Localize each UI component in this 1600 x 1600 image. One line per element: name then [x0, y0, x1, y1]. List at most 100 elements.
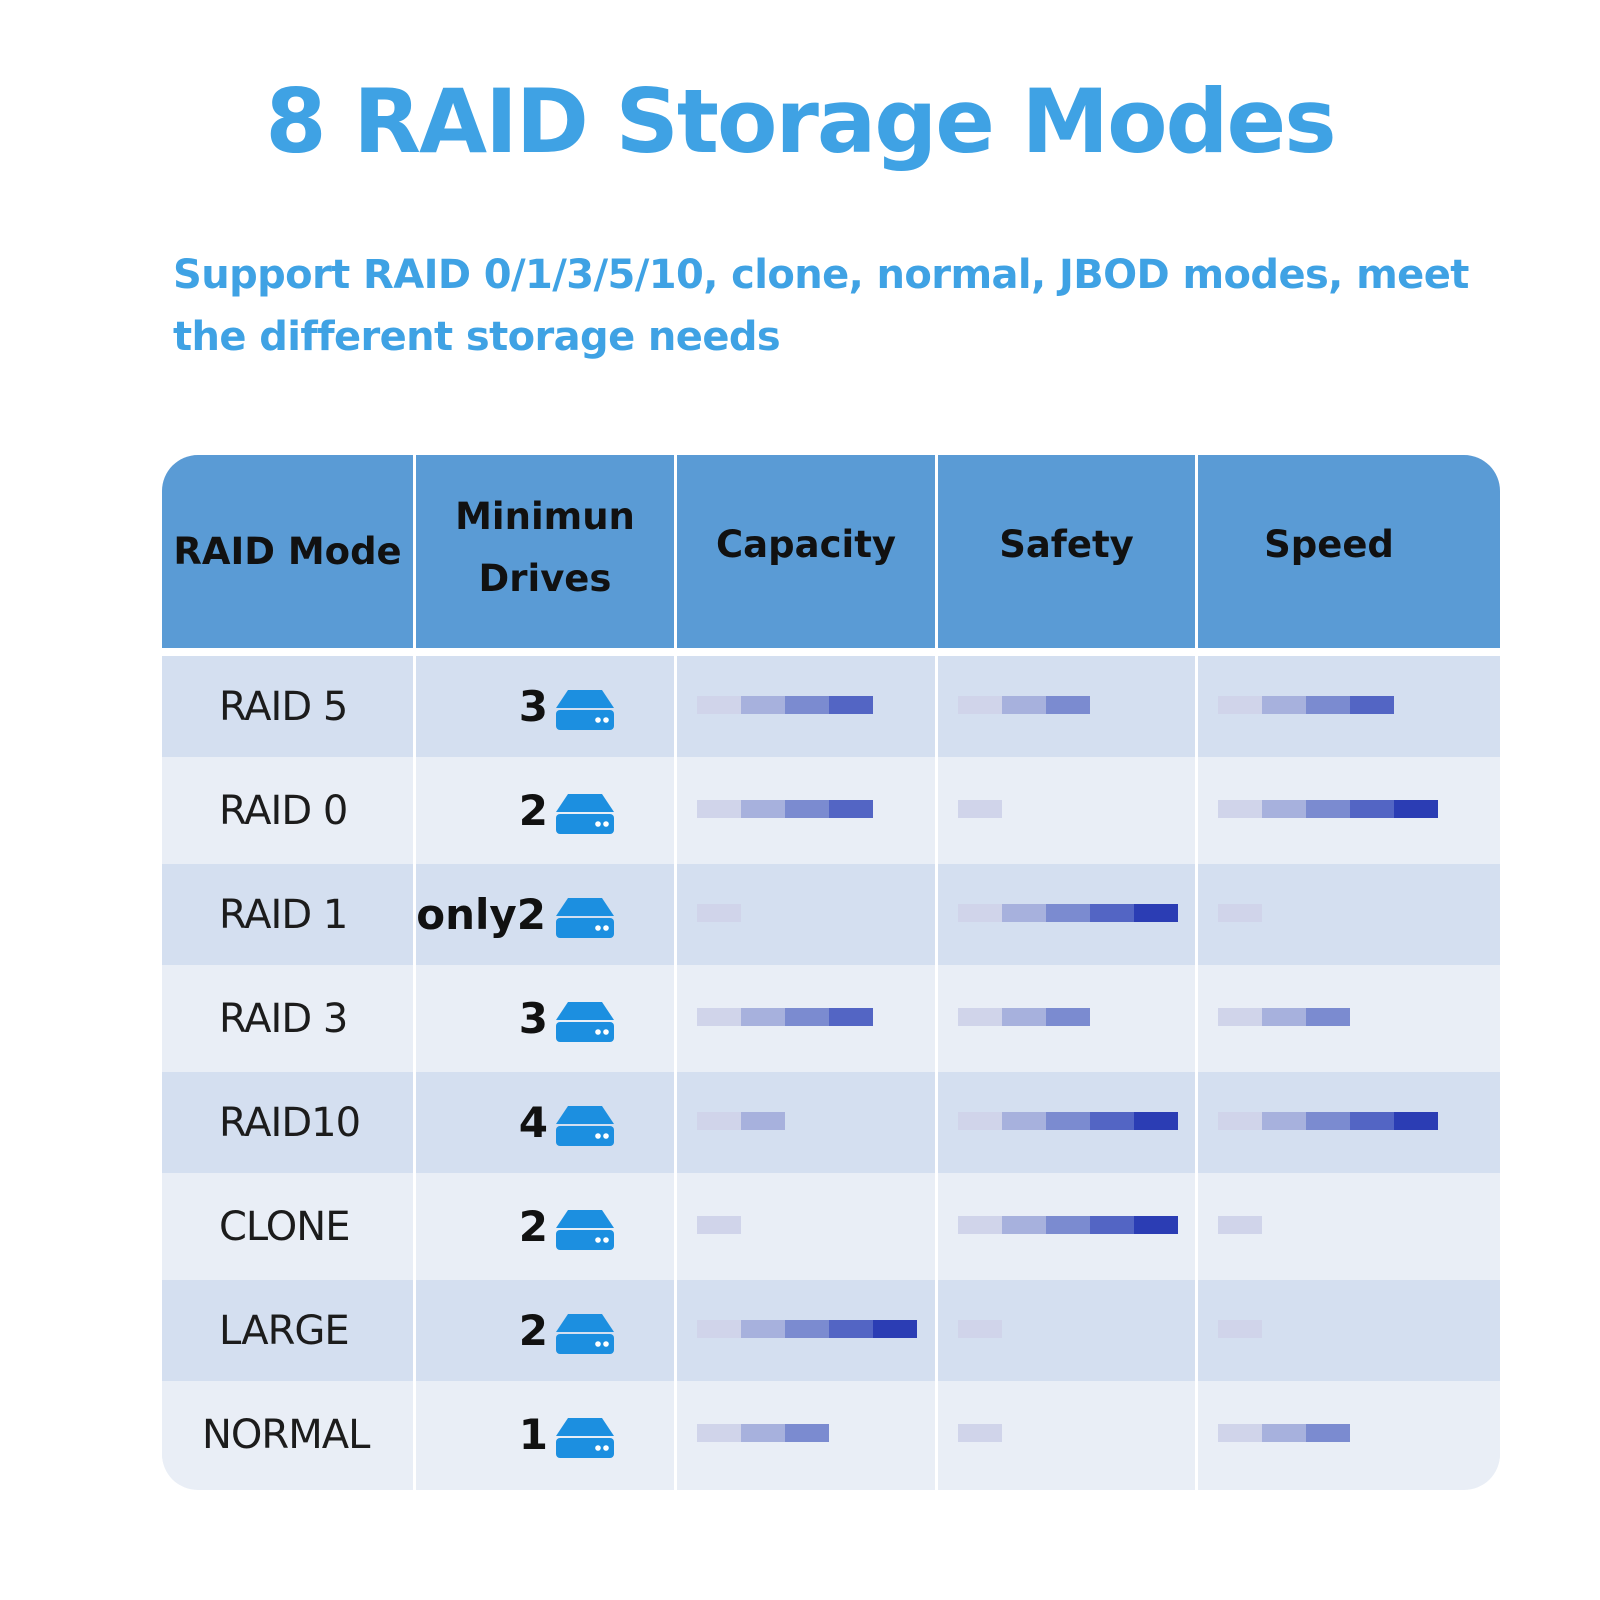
- header-divider: [162, 648, 1500, 656]
- min-drives-value: 2: [518, 1306, 548, 1355]
- speed-level-segment: [1218, 696, 1262, 714]
- capacity-level-bar: [697, 1320, 917, 1338]
- header-capacity: Capacity: [677, 455, 935, 648]
- speed-level-segment: [1306, 800, 1350, 818]
- capacity-level-segment: [785, 1424, 829, 1442]
- hard-drive-icon: [554, 1208, 616, 1252]
- page-title: 8 RAID Storage Modes: [265, 70, 1336, 173]
- capacity-level-segment: [697, 800, 741, 818]
- speed-level-segment: [1262, 800, 1306, 818]
- safety-level-segment: [1046, 696, 1090, 714]
- speed-level-bar: [1218, 800, 1438, 818]
- safety-level-segment: [958, 1216, 1002, 1234]
- raid-mode-label: RAID10: [219, 1099, 361, 1146]
- raid-mode-label: RAID 0: [219, 787, 348, 834]
- hard-drive-icon: [554, 1104, 616, 1148]
- capacity-level-segment: [741, 1112, 785, 1130]
- header-min-drives: Minimun Drives: [416, 455, 674, 648]
- safety-level-segment: [1134, 1216, 1178, 1234]
- capacity-level-bar: [697, 1008, 873, 1026]
- capacity-level-segment: [785, 696, 829, 714]
- speed-level-segment: [1218, 1112, 1262, 1130]
- speed-level-segment: [1262, 1424, 1306, 1442]
- safety-level-segment: [1090, 904, 1134, 922]
- min-drives-value: 3: [518, 682, 548, 731]
- speed-level-segment: [1306, 1424, 1350, 1442]
- safety-level-segment: [1090, 1112, 1134, 1130]
- safety-level-segment: [958, 696, 1002, 714]
- column-divider: [1195, 455, 1198, 1490]
- min-drives-value: 2: [518, 1202, 548, 1251]
- capacity-level-segment: [829, 696, 873, 714]
- speed-level-segment: [1394, 800, 1438, 818]
- safety-level-segment: [1046, 1112, 1090, 1130]
- table-row: RAID 1 only2: [162, 864, 1500, 965]
- speed-level-segment: [1218, 904, 1262, 922]
- capacity-level-bar: [697, 1424, 829, 1442]
- capacity-level-segment: [697, 1008, 741, 1026]
- table-row: RAID 0 2: [162, 760, 1500, 861]
- speed-level-bar: [1218, 1008, 1350, 1026]
- safety-level-bar: [958, 1112, 1178, 1130]
- safety-level-bar: [958, 1424, 1002, 1442]
- safety-level-bar: [958, 1216, 1178, 1234]
- safety-level-segment: [1046, 904, 1090, 922]
- capacity-level-segment: [741, 1424, 785, 1442]
- speed-level-segment: [1218, 800, 1262, 818]
- header-speed: Speed: [1198, 455, 1500, 648]
- min-drives-value: 3: [518, 994, 548, 1043]
- speed-level-segment: [1350, 800, 1394, 818]
- speed-level-segment: [1306, 1112, 1350, 1130]
- min-drives-value: only2: [416, 890, 546, 939]
- speed-level-segment: [1306, 696, 1350, 714]
- capacity-level-segment: [697, 1112, 741, 1130]
- capacity-level-bar: [697, 696, 873, 714]
- capacity-level-segment: [785, 1008, 829, 1026]
- speed-level-segment: [1262, 696, 1306, 714]
- raid-mode-label: RAID 5: [219, 683, 348, 730]
- raid-mode-label: RAID 1: [219, 891, 348, 938]
- speed-level-segment: [1218, 1424, 1262, 1442]
- capacity-level-segment: [741, 1008, 785, 1026]
- capacity-level-segment: [697, 1424, 741, 1442]
- hard-drive-icon: [554, 1312, 616, 1356]
- safety-level-bar: [958, 696, 1090, 714]
- column-divider: [674, 455, 677, 1490]
- table-row: RAID 5 3: [162, 656, 1500, 757]
- capacity-level-bar: [697, 800, 873, 818]
- hard-drive-icon: [554, 792, 616, 836]
- safety-level-segment: [958, 904, 1002, 922]
- speed-level-segment: [1394, 1112, 1438, 1130]
- speed-level-segment: [1350, 696, 1394, 714]
- min-drives-value: 2: [518, 786, 548, 835]
- safety-level-segment: [1002, 696, 1046, 714]
- capacity-level-bar: [697, 1112, 785, 1130]
- capacity-level-segment: [785, 1320, 829, 1338]
- speed-level-segment: [1262, 1008, 1306, 1026]
- hard-drive-icon: [554, 688, 616, 732]
- safety-level-segment: [1002, 1112, 1046, 1130]
- speed-level-segment: [1306, 1008, 1350, 1026]
- safety-level-segment: [1090, 1216, 1134, 1234]
- capacity-level-segment: [697, 1320, 741, 1338]
- safety-level-bar: [958, 904, 1178, 922]
- capacity-level-bar: [697, 1216, 741, 1234]
- header-safety-label: Safety: [999, 522, 1134, 566]
- hard-drive-icon: [554, 1416, 616, 1460]
- header-raid-mode-label: RAID Mode: [173, 529, 402, 573]
- speed-level-segment: [1218, 1216, 1262, 1234]
- raid-modes-table: RAID Mode Minimun Drives Capacity Safety…: [162, 455, 1500, 1490]
- speed-level-bar: [1218, 1424, 1350, 1442]
- safety-level-segment: [1002, 1008, 1046, 1026]
- speed-level-bar: [1218, 1216, 1262, 1234]
- safety-level-segment: [958, 1008, 1002, 1026]
- raid-mode-label: NORMAL: [202, 1411, 370, 1458]
- column-divider: [413, 455, 416, 1490]
- speed-level-bar: [1218, 696, 1394, 714]
- capacity-level-segment: [741, 800, 785, 818]
